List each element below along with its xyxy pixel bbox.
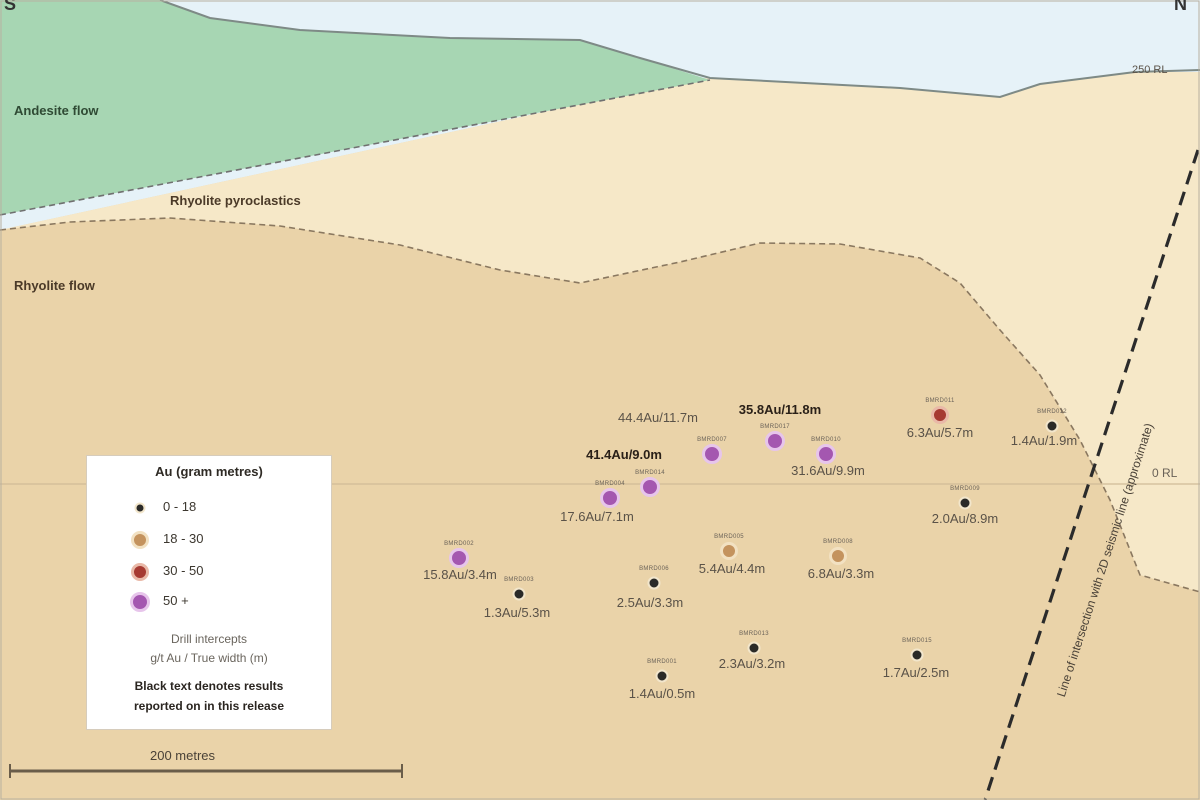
elevation-label-top: 250 RL [1132, 64, 1168, 76]
legend-swatch [130, 592, 150, 612]
intercept-label: 17.6Au/7.1m [560, 509, 634, 524]
legend: Au (gram metres) 0 - 18 18 - 30 30 - 50 … [86, 455, 332, 730]
intercept-label: 2.5Au/3.3m [616, 595, 684, 610]
intercept-hole-id: BMRD006 [639, 566, 669, 572]
intercept-marker [640, 477, 660, 497]
intercept-marker [931, 406, 949, 424]
scale-bar-label: 200 metres [150, 748, 216, 763]
legend-swatch [131, 563, 149, 581]
elevation-label-mid: 0 RL [1152, 466, 1178, 480]
andesite-contact-line [0, 79, 711, 216]
legend-title: Au (gram metres) [155, 464, 263, 479]
intercept-marker [1045, 419, 1059, 433]
intercept-hole-id: BMRD008 [823, 539, 853, 545]
intercept-marker [655, 669, 669, 683]
intercept-hole-id: BMRD015 [902, 638, 932, 644]
legend-bold-line-1: Black text denotes results [134, 679, 284, 693]
intercept-label: 5.4Au/4.4m [698, 561, 766, 576]
unit-label-rhyolite-flow: Rhyolite flow [14, 278, 95, 293]
intercept-hole-id: BMRD002 [444, 541, 474, 547]
intercept-marker [816, 444, 836, 464]
intercept-hole-id: BMRD009 [950, 486, 980, 492]
intercept-marker [765, 431, 785, 451]
legend-note-line-2: g/t Au / True width (m) [150, 651, 268, 665]
intercept-label: 2.3Au/3.2m [718, 656, 786, 671]
intercept-hole-id: BMRD004 [595, 481, 625, 487]
intercept-label: 15.8Au/3.4m [423, 567, 497, 582]
intercept-hole-id: BMRD010 [811, 437, 841, 443]
intercept-label: 1.7Au/2.5m [882, 665, 950, 680]
intercept-hole-id: BMRD011 [925, 398, 955, 404]
intercept-marker [747, 641, 761, 655]
intercept-hole-id: BMRD001 [647, 659, 677, 665]
unit-label-andesite: Andesite flow [14, 103, 99, 118]
intercept-label: 1.4Au/0.5m [628, 686, 696, 701]
intercept-hole-id: BMRD017 [760, 424, 790, 430]
intercept-marker [512, 587, 526, 601]
legend-note-line-1: Drill intercepts [170, 632, 248, 646]
legend-label: 0 - 18 [163, 499, 197, 514]
legend-label: 18 - 30 [163, 531, 204, 546]
rhyolite-pyroclastics-unit [0, 72, 1200, 592]
intercept-hole-id: BMRD005 [714, 534, 744, 540]
legend-swatch [134, 502, 146, 514]
legend-bold-line-2: reported on in this release [133, 699, 285, 713]
intercept-label: 1.3Au/5.3m [483, 605, 551, 620]
pyroclastics-contact-line [0, 217, 1200, 593]
intercept-hole-id: BMRD013 [739, 631, 769, 637]
intercept-marker [910, 648, 924, 662]
intercept-marker [829, 547, 847, 565]
intercept-marker [720, 542, 738, 560]
intercept-label: 44.4Au/11.7m [618, 410, 698, 425]
intercept-marker [600, 488, 620, 508]
intercept-label: 6.8Au/3.3m [807, 566, 875, 581]
intercept-label: 1.4Au/1.9m [1010, 433, 1078, 448]
andesite-flow-unit [0, 0, 710, 215]
corner-label-north: N [1174, 0, 1187, 14]
intercept-hole-id: BMRD007 [697, 437, 727, 443]
legend-label: 30 - 50 [163, 563, 204, 578]
legend-label: 50 + [163, 593, 189, 608]
intercept-label: 2.0Au/8.9m [931, 511, 999, 526]
ground-surface-line [159, 0, 1200, 99]
unit-label-pyroclastics: Rhyolite pyroclastics [170, 193, 301, 208]
seismic-line-intersection [983, 149, 1200, 800]
legend-swatch [131, 531, 149, 549]
intercept-label: 6.3Au/5.7m [906, 425, 974, 440]
intercept-marker [449, 548, 469, 568]
intercept-marker [702, 444, 722, 464]
intercept-marker [647, 576, 661, 590]
intercept-hole-id: BMRD012 [1037, 409, 1067, 415]
intercept-label: 41.4Au/9.0m [586, 447, 662, 462]
intercept-hole-id: BMRD014 [635, 470, 665, 476]
intercept-marker [958, 496, 972, 510]
intercept-label: 35.8Au/11.8m [738, 402, 822, 417]
corner-label-south: S [4, 0, 17, 14]
intercept-label: 31.6Au/9.9m [791, 463, 865, 478]
intercept-hole-id: BMRD003 [504, 577, 534, 583]
